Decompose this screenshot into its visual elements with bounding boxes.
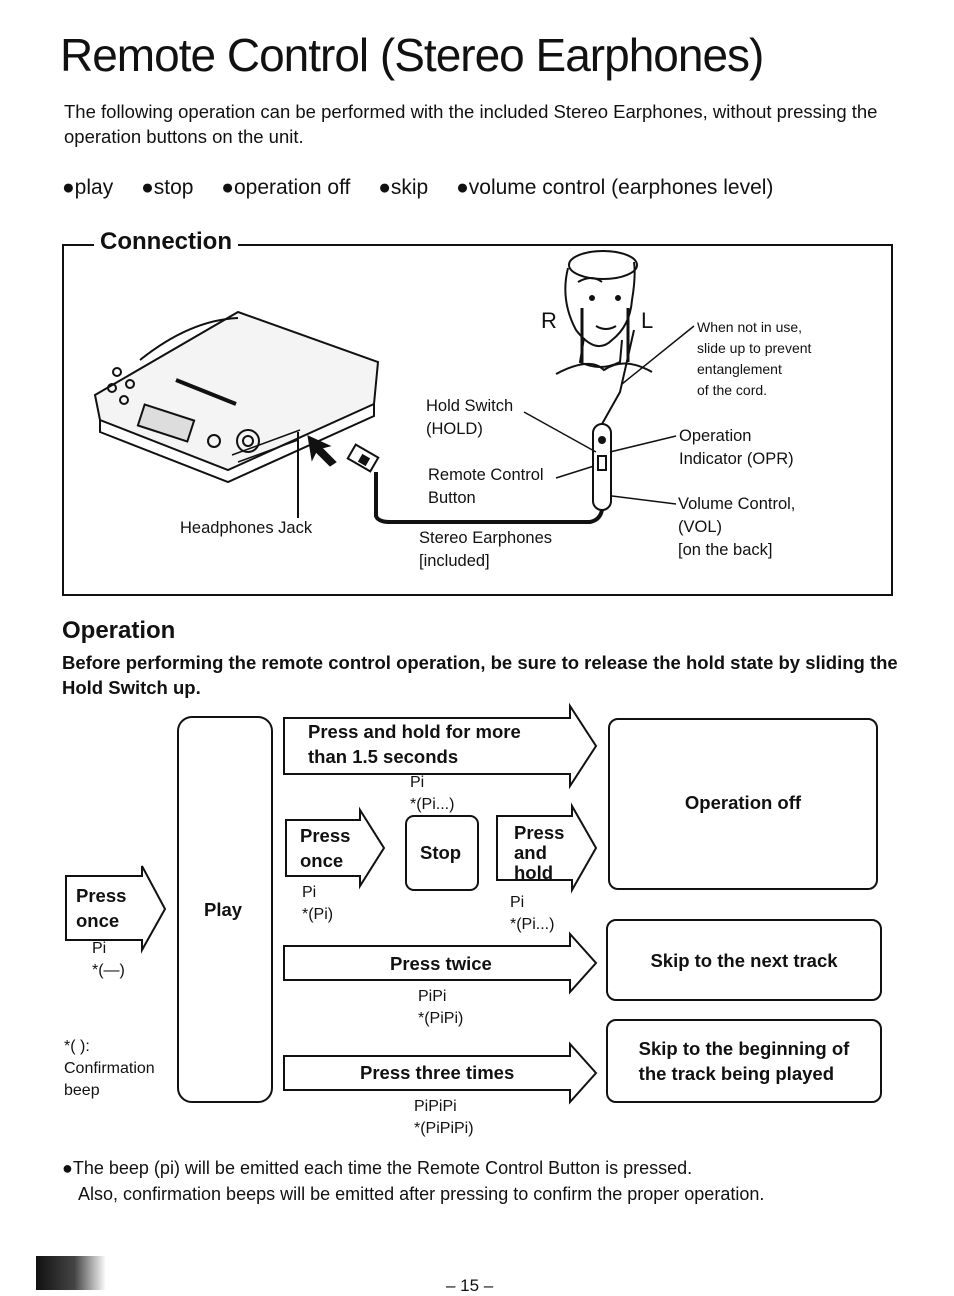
- press-hold-beep: Pi *(Pi...): [510, 894, 555, 933]
- hold-long-arrow: [283, 702, 598, 790]
- page-number: – 15 –: [446, 1276, 494, 1295]
- operation-indicator-label: Operation Indicator (OPR): [679, 427, 794, 468]
- feature-operation-off: ●operation off: [221, 176, 351, 199]
- intro-paragraph: The following operation can be performed…: [64, 101, 878, 147]
- feature-list: ●play ●stop ●operation off ●skip ●volume…: [62, 176, 795, 200]
- play-label: Play: [204, 899, 243, 920]
- hold-switch-label: Hold Switch (HOLD): [426, 397, 514, 438]
- page-title: Remote Control (Stereo Earphones): [60, 29, 764, 81]
- corner-tab-mark: [36, 1256, 106, 1290]
- press-hold-label: Press and hold: [514, 822, 565, 883]
- feature-volume: ●volume control (earphones level): [456, 176, 774, 199]
- hold-long-label: Press and hold for more than 1.5 seconds: [308, 721, 521, 767]
- result-skip-next: Skip to the next track: [606, 919, 882, 1001]
- start-beep: Pi *(—): [92, 940, 125, 979]
- result-operation-off: Operation off: [608, 718, 878, 890]
- hold-long-beep: Pi *(Pi...): [410, 774, 455, 813]
- press-three-label: Press three times: [360, 1062, 515, 1083]
- feature-play: ●play: [62, 176, 114, 199]
- start-press-once-arrow: [65, 865, 167, 954]
- headphones-jack-label: Headphones Jack: [180, 519, 313, 537]
- feature-skip: ●skip: [378, 176, 429, 199]
- stereo-earphones-label: Stereo Earphones [included]: [419, 529, 553, 570]
- beep-legend: *( ): Confirmation beep: [64, 1038, 155, 1099]
- press-twice-label: Press twice: [390, 953, 492, 974]
- press-once-arrow: [285, 806, 386, 890]
- connection-box: [62, 244, 893, 596]
- remote-button-label: Remote Control Button: [428, 466, 544, 507]
- feature-stop: ●stop: [141, 176, 194, 199]
- press-twice-beep: PiPi *(PiPi): [418, 988, 464, 1027]
- left-ear-mark: L: [641, 308, 654, 333]
- press-hold-arrow: [496, 802, 598, 894]
- start-press-once-label: Press once: [76, 885, 127, 931]
- press-once-label: Press once: [300, 825, 351, 871]
- press-three-arrow: [283, 1041, 598, 1105]
- press-twice-arrow: [283, 931, 598, 995]
- plug-illustration: [307, 435, 380, 473]
- press-three-beep: PiPiPi *(PiPiPi): [414, 1098, 474, 1137]
- result-skip-beginning: Skip to the beginning of the track being…: [606, 1019, 882, 1103]
- cd-player-illustration: [93, 310, 380, 484]
- stop-label: Stop: [420, 842, 462, 863]
- press-once-beep: Pi *(Pi): [302, 884, 334, 923]
- footnote: ●The beep (pi) will be emitted each time…: [62, 1158, 765, 1204]
- connection-title: Connection: [94, 228, 238, 256]
- play-state-box: [177, 716, 273, 1103]
- stop-state-box: [405, 815, 479, 891]
- person-head-illustration: [555, 250, 653, 375]
- right-ear-mark: R: [541, 308, 557, 333]
- operation-title: Operation: [62, 617, 176, 644]
- hold-release-note: Before performing the remote control ope…: [62, 652, 898, 698]
- volume-control-label: Volume Control, (VOL) [on the back]: [678, 495, 796, 559]
- cord-note-label: When not in use, slide up to prevent ent…: [697, 319, 812, 398]
